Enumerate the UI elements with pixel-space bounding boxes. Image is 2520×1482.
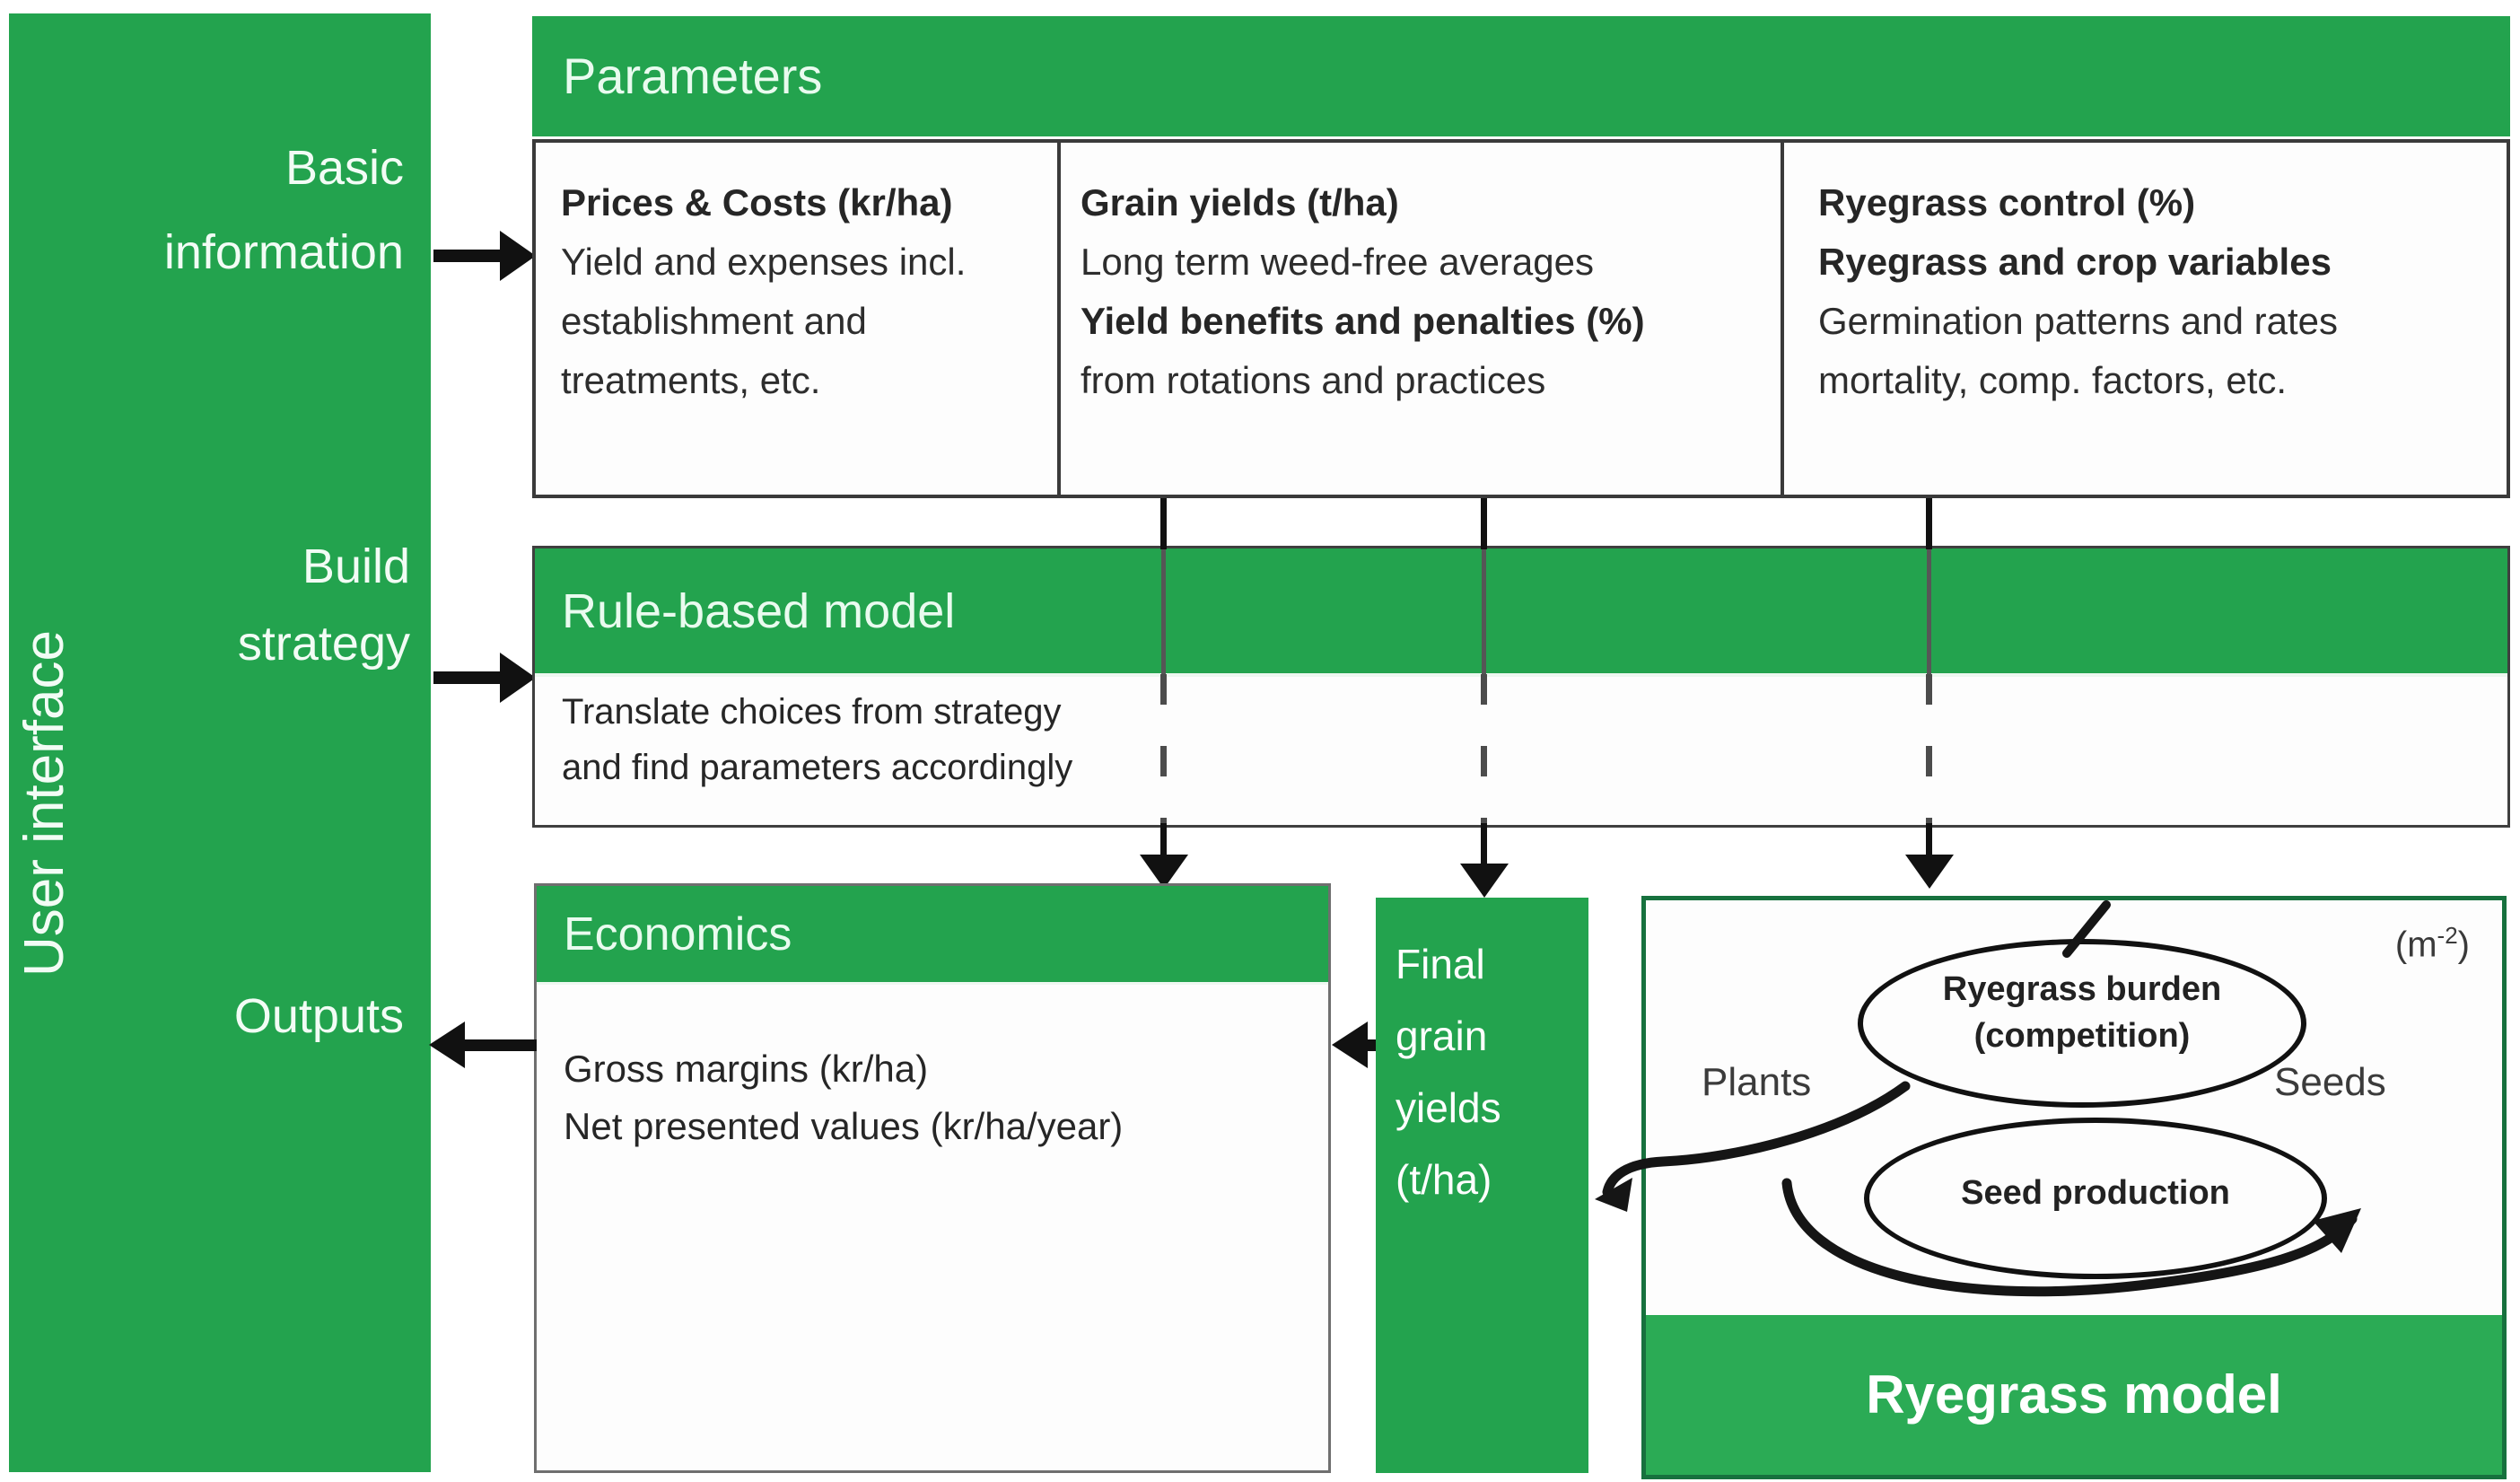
connector1-dashed-segment (1160, 674, 1167, 823)
rule-based-model-box: Rule-based model Translate choices from … (532, 546, 2510, 828)
parameters-body: Prices & Costs (kr/ha) Yield and expense… (532, 139, 2510, 498)
user-interface-panel (9, 13, 431, 1472)
ryegrass-burden-line1: Ryegrass burden (1942, 970, 2222, 1008)
connector2-top-segment (1481, 498, 1487, 549)
seed-production-label: Seed production (1961, 1174, 2230, 1212)
economics-box: Economics Gross margins (kr/ha) Net pres… (534, 883, 1331, 1473)
basic-information-line2: information (163, 225, 404, 279)
economics-header: Economics (537, 886, 1328, 985)
ryegrass-variables-heading: Ryegrass and crop variables (1818, 241, 2332, 283)
economics-body: Gross margins (kr/ha) Net presented valu… (537, 985, 1328, 1155)
rule-based-model-header: Rule-based model (535, 548, 2507, 677)
final-line1: Final (1396, 941, 1485, 987)
connector3-arrow-icon (1905, 855, 1954, 889)
economics-line1: Gross margins (kr/ha) (564, 1048, 929, 1090)
connector3-header-segment (1927, 549, 1931, 674)
yield-benefits-heading: Yield benefits and penalties (%) (1081, 300, 1645, 342)
connector1-top-segment (1160, 498, 1167, 549)
rule-based-line1: Translate choices from strategy (562, 692, 1062, 732)
grain-yields-heading: Grain yields (t/ha) (1081, 181, 1399, 224)
prices-costs-line2: Yield and expenses incl. (561, 241, 967, 283)
economics-line2: Net presented values (kr/ha/year) (564, 1105, 1124, 1147)
connector3-top-segment (1926, 498, 1932, 549)
grain-yields-line4: from rotations and practices (1081, 359, 1546, 401)
arrow-economics-to-outputs-icon (429, 1022, 465, 1068)
rule-based-line2: and find parameters accordingly (562, 748, 1073, 787)
build-strategy-line2: strategy (237, 617, 410, 671)
build-strategy-line1: Build (302, 539, 410, 593)
ryegrass-burden-line2: (competition) (1973, 1017, 2191, 1055)
prices-costs-line3: establishment and (561, 300, 867, 342)
connector3-bottom-segment (1926, 823, 1932, 864)
parameters-header: Parameters (532, 16, 2510, 136)
connector1-bottom-segment (1160, 823, 1167, 864)
connector2-header-segment (1482, 549, 1486, 674)
outputs-label: Outputs (233, 989, 404, 1043)
arrow-build-to-rulebased-icon (500, 653, 536, 703)
unit-prefix: (m (2394, 925, 2437, 965)
connector2-bottom-segment (1481, 823, 1487, 868)
seeds-label: Seeds (2274, 1060, 2386, 1104)
connector2-arrow-icon (1460, 864, 1509, 898)
final-grain-yields-text: Final grain yields (t/ha) (1376, 898, 1588, 1215)
arrow-yields-to-economics-icon (1332, 1022, 1368, 1068)
plants-label: Plants (1702, 1060, 1812, 1104)
per-square-meter-label: (m-2) (2395, 922, 2470, 965)
cycle-to-yields-arrow-icon (1595, 1178, 1632, 1212)
ryegrass-line3: Germination patterns and rates (1818, 300, 2338, 342)
arrow-basic-to-parameters-icon (500, 231, 536, 281)
sidebar-item-build-strategy: Build strategy (90, 528, 410, 682)
connector3-dashed-segment (1926, 674, 1932, 823)
economics-title: Economics (564, 908, 792, 960)
prices-costs-heading: Prices & Costs (kr/ha) (561, 181, 953, 224)
rule-based-model-title: Rule-based model (562, 584, 956, 638)
connector1-header-segment (1161, 549, 1166, 674)
parameters-column-grain-yields: Grain yields (t/ha) Long term weed-free … (1061, 143, 1784, 495)
parameters-column-prices: Prices & Costs (kr/ha) Yield and expense… (536, 143, 1061, 495)
ryegrass-control-heading: Ryegrass control (%) (1818, 181, 2196, 224)
sidebar-item-basic-information: Basic information (90, 126, 404, 294)
ryegrass-model-title: Ryegrass model (1866, 1364, 2282, 1425)
ryegrass-burden-label: Ryegrass burden (competition) (1858, 966, 2306, 1059)
ryegrass-model-box: (m-2) Ryegrass burden (competition) Seed… (1641, 896, 2507, 1479)
parameters-column-ryegrass: Ryegrass control (%) Ryegrass and crop v… (1784, 143, 2503, 495)
ryegrass-model-title-bar: Ryegrass model (1646, 1315, 2502, 1475)
rule-based-model-body: Translate choices from strategy and find… (535, 677, 2507, 795)
sidebar-item-outputs: Outputs (90, 980, 404, 1052)
unit-suffix: ) (2457, 925, 2470, 965)
connector2-dashed-segment (1481, 674, 1487, 823)
basic-information-line1: Basic (284, 141, 404, 195)
final-grain-yields-box: Final grain yields (t/ha) (1376, 898, 1588, 1473)
final-line3: yields (1396, 1084, 1501, 1131)
final-line4: (t/ha) (1396, 1156, 1492, 1203)
arrow-economics-to-outputs-shaft (463, 1039, 537, 1051)
arrow-build-to-rulebased-shaft (433, 671, 503, 684)
grain-yields-line2: Long term weed-free averages (1081, 241, 1594, 283)
ryegrass-line4: mortality, comp. factors, etc. (1818, 359, 2288, 401)
connector1-arrow-icon (1140, 855, 1188, 889)
unit-superscript: -2 (2437, 922, 2458, 949)
prices-costs-line4: treatments, etc. (561, 359, 821, 401)
final-line2: grain (1396, 1013, 1488, 1059)
parameters-title: Parameters (563, 48, 823, 104)
arrow-basic-to-parameters-shaft (433, 250, 503, 262)
